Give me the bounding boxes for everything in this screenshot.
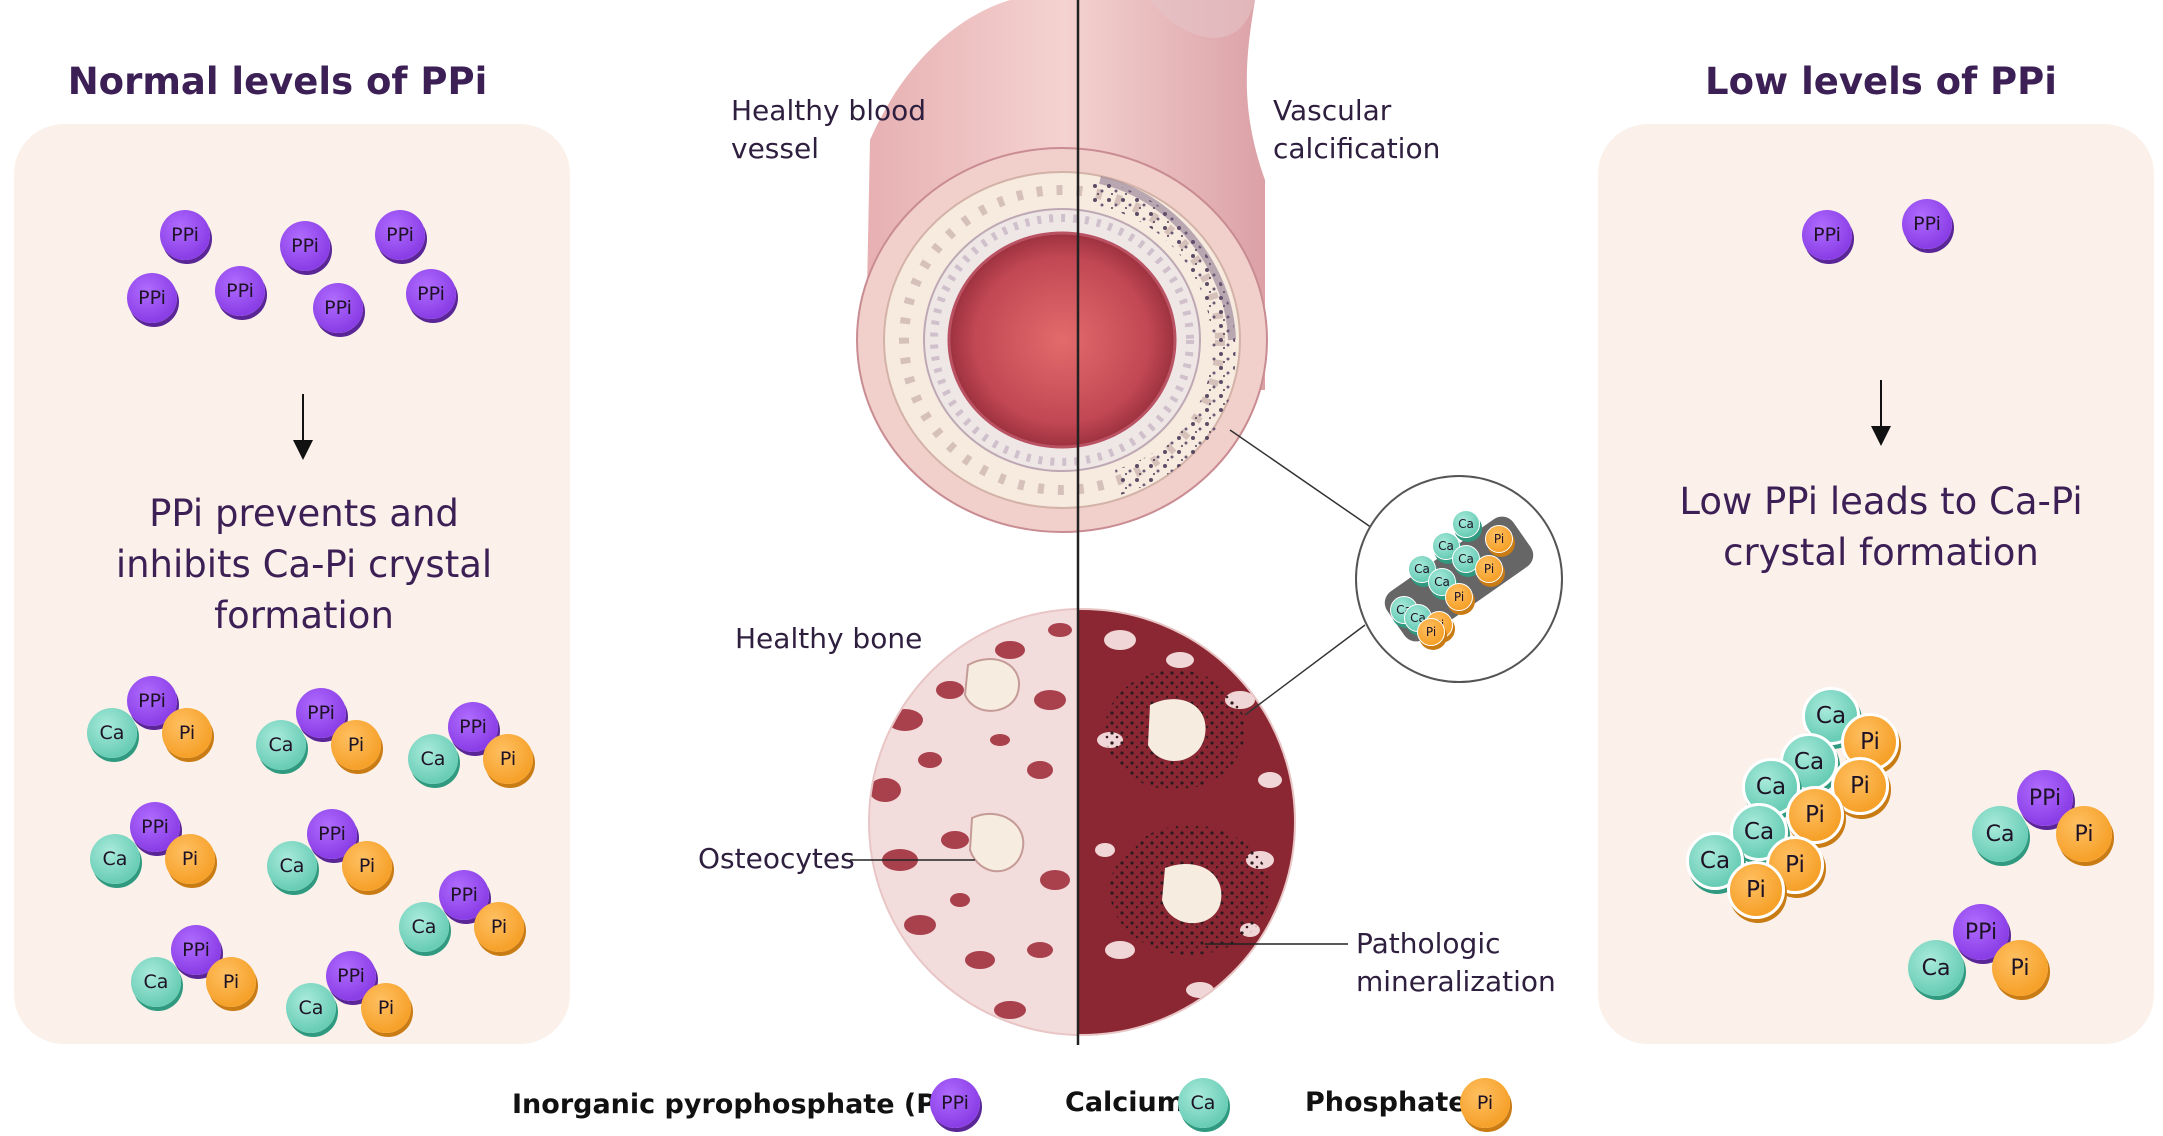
ppi-molecule: PPi	[1902, 199, 1952, 249]
pi-molecule: Pi	[1786, 786, 1844, 844]
ca-molecule: Ca	[1908, 940, 1964, 996]
crystal-callout	[1229, 429, 1563, 716]
ca-molecule: Ca	[1178, 1078, 1228, 1128]
vessel-healthy-label: Healthy blood vessel	[731, 92, 926, 168]
pi-molecule: Pi	[1992, 940, 2048, 996]
pi-molecule: Pi	[474, 902, 524, 952]
label-line: mineralization	[1356, 965, 1556, 998]
complex: PPi Ca Pi	[399, 870, 529, 960]
complex: PPi Ca Pi	[87, 676, 217, 766]
label-line: Healthy blood	[731, 94, 927, 127]
pi-molecule: Pi	[1475, 555, 1503, 583]
text-line: formation	[214, 594, 394, 637]
pi-molecule: Pi	[206, 957, 256, 1007]
label-line: Vascular	[1273, 94, 1392, 127]
ppi-molecule: PPi	[215, 266, 265, 316]
pi-molecule: Pi	[165, 834, 215, 884]
legend-pi-label: Phosphate	[1305, 1087, 1467, 1118]
complex: PPi Ca Pi	[1972, 770, 2112, 865]
pi-molecule: Pi	[342, 841, 392, 891]
left-panel-heading: Normal levels of PPi	[67, 60, 488, 103]
ca-molecule: Ca	[1972, 806, 2028, 862]
text-line: crystal formation	[1723, 531, 2039, 574]
pi-molecule: Pi	[1485, 525, 1513, 553]
ppi-molecule: PPi	[1802, 210, 1852, 260]
ca-molecule: Ca	[1452, 510, 1480, 538]
ppi-molecule: PPi	[2017, 770, 2073, 826]
ca-molecule: Ca	[1686, 832, 1744, 890]
ca-molecule: Ca	[87, 708, 137, 758]
ppi-molecule: PPi	[375, 210, 425, 260]
ppi-molecule: PPi	[406, 269, 456, 319]
text-line: inhibits Ca-Pi crystal	[115, 543, 493, 586]
pi-molecule: Pi	[162, 708, 212, 758]
pi-molecule: Pi	[331, 720, 381, 770]
pi-molecule: Pi	[2056, 806, 2112, 862]
bone-section	[868, 608, 1296, 1036]
ca-molecule: Ca	[131, 957, 181, 1007]
label-line: vessel	[731, 132, 819, 165]
healthy-bone-label: Healthy bone	[735, 622, 923, 655]
complex: PPi Ca Pi	[256, 688, 386, 778]
ppi-molecule: PPi	[160, 210, 210, 260]
down-arrow-icon	[293, 394, 313, 460]
ca-molecule: Ca	[1802, 687, 1860, 745]
ca-molecule: Ca	[256, 720, 306, 770]
ppi-molecule: PPi	[280, 221, 330, 271]
pi-molecule: Pi	[1460, 1078, 1510, 1128]
ppi-molecule: PPi	[1953, 904, 2009, 960]
ca-molecule: Ca	[286, 983, 336, 1033]
legend-ppi-label: Inorganic pyrophosphate (PPi)	[512, 1089, 978, 1120]
ca-molecule: Ca	[90, 834, 140, 884]
complex: PPi Ca Pi	[408, 702, 538, 792]
ca-molecule: Ca	[267, 841, 317, 891]
complex: PPi Ca Pi	[267, 809, 397, 899]
ppi-molecule: PPi	[930, 1078, 980, 1128]
blood-vessel	[856, 0, 1268, 533]
vessel-calcification-label: Vascular calcification	[1273, 92, 1440, 168]
right-panel-text: Low PPi leads to Ca-Pi crystal formation	[1600, 476, 2162, 578]
pi-molecule: Pi	[361, 983, 411, 1033]
ca-molecule: Ca	[399, 902, 449, 952]
complex: PPi Ca Pi	[1908, 904, 2048, 999]
ppi-molecule: PPi	[127, 273, 177, 323]
pi-molecule: Pi	[1445, 583, 1473, 611]
label-line: calcification	[1273, 132, 1441, 165]
legend-ca-label: Calcium	[1065, 1087, 1185, 1118]
down-arrow-icon	[1871, 380, 1891, 446]
ppi-molecule: PPi	[313, 283, 363, 333]
complex: PPi Ca Pi	[90, 802, 220, 892]
pi-molecule: Pi	[1727, 861, 1785, 919]
right-panel	[1598, 124, 2154, 1044]
left-panel-text: PPi prevents and inhibits Ca-Pi crystal …	[14, 488, 594, 641]
complex: PPi Ca Pi	[131, 925, 261, 1015]
pathologic-label: Pathologic mineralization	[1356, 925, 1556, 1001]
text-line: PPi prevents and	[149, 492, 459, 535]
text-line: Low PPi leads to Ca-Pi	[1679, 480, 2083, 523]
right-panel-heading: Low levels of PPi	[1705, 60, 2057, 103]
complex: PPi Ca Pi	[286, 951, 416, 1041]
osteocytes-label: Osteocytes	[698, 842, 855, 875]
pi-molecule: Pi	[1417, 618, 1445, 646]
label-line: Pathologic	[1356, 927, 1501, 960]
pi-molecule: Pi	[483, 734, 533, 784]
ca-molecule: Ca	[408, 734, 458, 784]
